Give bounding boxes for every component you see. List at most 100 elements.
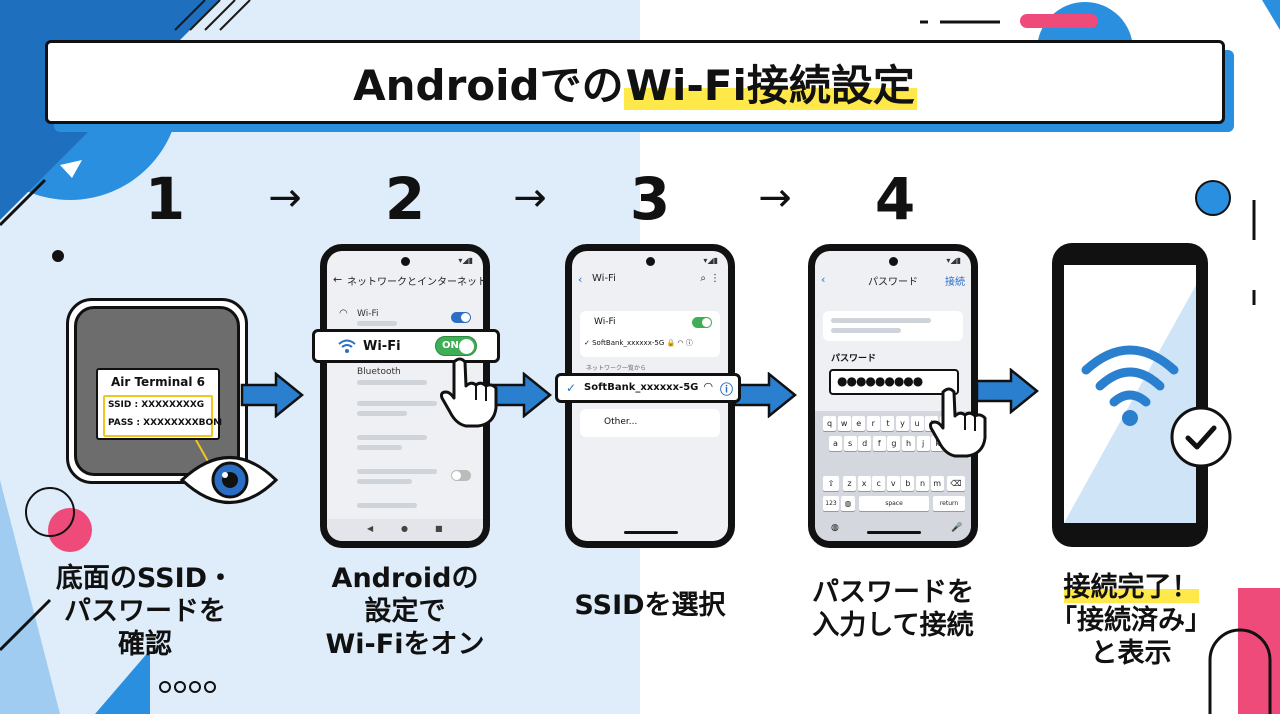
settings-row-wifi[interactable]: ◠ Wi-Fi: [335, 307, 475, 331]
back-chevron-icon[interactable]: ‹: [578, 273, 583, 286]
key-t[interactable]: t: [881, 416, 895, 431]
key-d[interactable]: d: [858, 436, 872, 451]
shift-icon[interactable]: ⇧: [823, 476, 839, 491]
key-j[interactable]: j: [916, 436, 930, 451]
caption-line: と表示: [1090, 637, 1172, 669]
key-u[interactable]: u: [910, 416, 924, 431]
caption-line: 設定で: [364, 595, 446, 627]
settings-row[interactable]: [335, 431, 475, 455]
caption-line: Wi-Fiをオン: [325, 628, 485, 660]
caption-line: パスワードを: [812, 577, 974, 608]
device-label-title: Air Terminal 6: [110, 375, 206, 389]
back-chevron-icon[interactable]: ‹: [821, 273, 826, 286]
nav-back-icon[interactable]: ◀: [367, 524, 374, 533]
eye-icon: [179, 440, 279, 504]
settings-row-bluetooth[interactable]: Bluetooth: [335, 367, 475, 391]
key-e[interactable]: e: [852, 416, 866, 431]
check-icon: ✓: [566, 381, 577, 395]
caption-step-4: パスワードを 入力して接続: [778, 577, 1008, 643]
page-title: AndroidでのWi-Fi接続設定: [45, 52, 1225, 113]
placeholder-line: [357, 479, 412, 484]
search-icon[interactable]: ⌕: [700, 273, 706, 284]
status-bar: ▾◢▮: [703, 256, 718, 265]
title-highlight: Wi-Fi接続設定: [623, 61, 917, 110]
key-return[interactable]: return: [933, 496, 965, 511]
wifi-toggle[interactable]: [692, 317, 712, 328]
key-n[interactable]: n: [916, 476, 929, 491]
ssid-select-callout[interactable]: ✓ SoftBank_xxxxxx-5G ◠ ⓘ: [555, 373, 741, 403]
camera-dot: [646, 257, 655, 266]
key-space[interactable]: space: [859, 496, 929, 511]
settings-row[interactable]: [335, 497, 475, 521]
key-z[interactable]: z: [843, 476, 856, 491]
wifi-card: Wi-Fi ✓ SoftBank_xxxxxx-5G 🔒 ◠ ⓘ: [580, 311, 720, 357]
screen-diagonal-shade: [1064, 285, 1196, 523]
phone-4-appbar-title: パスワード: [868, 277, 918, 288]
key-s[interactable]: s: [843, 436, 857, 451]
flow-arrow-3: →: [758, 175, 792, 221]
check-icon: [1170, 406, 1232, 468]
chevron-right-icon: [733, 372, 797, 418]
key-c[interactable]: c: [872, 476, 886, 491]
placeholder-line: [357, 380, 427, 385]
placeholder-line: [357, 445, 402, 450]
network-list-section-label: ネットワーク一覧から: [586, 365, 647, 372]
key-b[interactable]: b: [901, 476, 915, 491]
caption-step-3: SSIDを選択: [535, 590, 765, 623]
microphone-icon[interactable]: 🎤: [951, 523, 963, 533]
caption-line: 接続完了！: [1016, 572, 1246, 605]
toggle-off[interactable]: [451, 470, 471, 481]
key-a[interactable]: a: [829, 436, 842, 451]
key-v[interactable]: v: [886, 476, 900, 491]
phone-4-appbar: ‹ パスワード 接続: [815, 273, 971, 299]
delete-icon[interactable]: ⌫: [947, 476, 965, 491]
key-m[interactable]: m: [930, 476, 944, 491]
back-arrow-icon[interactable]: ←: [333, 273, 343, 286]
other-network-row[interactable]: Other...: [580, 409, 720, 437]
ssid-callout-label: SoftBank_xxxxxx-5G: [584, 382, 699, 393]
settings-row[interactable]: [335, 397, 475, 421]
wifi-on-toggle[interactable]: ON: [435, 336, 477, 356]
step-number-2: 2: [384, 165, 426, 233]
caption-highlight: 接続完了！: [1063, 572, 1199, 603]
connected-network-label: SoftBank_xxxxxx-5G: [592, 339, 665, 347]
settings-row-bluetooth-label: Bluetooth: [357, 367, 401, 377]
password-input[interactable]: ●●●●●●●●●: [829, 369, 959, 395]
wifi-on-toggle-label: ON: [442, 340, 459, 351]
nav-recents-icon[interactable]: ■: [435, 524, 443, 533]
key-x[interactable]: x: [857, 476, 871, 491]
placeholder-line: [357, 401, 437, 406]
key-123[interactable]: 123: [823, 496, 839, 511]
chevron-right-icon: [975, 368, 1039, 414]
caption-step-1: 底面のSSID・ パスワードを 確認: [30, 563, 260, 662]
placeholder-line: [357, 411, 407, 416]
info-icon[interactable]: ⓘ: [720, 383, 734, 398]
globe-icon[interactable]: ◍: [841, 496, 855, 511]
flow-arrow-1: →: [268, 175, 302, 221]
placeholder-line: [357, 435, 427, 440]
key-g[interactable]: g: [887, 436, 901, 451]
password-field-label: パスワード: [831, 354, 877, 364]
phone-3-wifi-label: Wi-Fi: [594, 317, 616, 327]
wifi-on-callout[interactable]: Wi-Fi ON: [312, 329, 500, 363]
key-h[interactable]: h: [902, 436, 915, 451]
key-y[interactable]: y: [896, 416, 909, 431]
toggle-knob: [459, 339, 474, 354]
placeholder-line: [357, 469, 437, 474]
connect-button[interactable]: 接続: [945, 277, 965, 288]
globe-icon[interactable]: ◍: [831, 523, 839, 533]
key-f[interactable]: f: [872, 436, 886, 451]
wifi-toggle-small[interactable]: [451, 312, 471, 323]
wifi-icon: [338, 339, 356, 353]
nav-home-icon[interactable]: ●: [401, 524, 408, 533]
device-password: PASS : XXXXXXXXBOM: [108, 418, 223, 428]
settings-row-wifi-label: Wi-Fi: [357, 309, 379, 319]
settings-row[interactable]: [335, 465, 475, 489]
key-w[interactable]: w: [837, 416, 851, 431]
more-icon[interactable]: ⋮: [710, 273, 720, 284]
connected-network[interactable]: ✓ SoftBank_xxxxxx-5G 🔒 ◠ ⓘ: [584, 339, 693, 347]
key-q[interactable]: q: [823, 416, 836, 431]
camera-dot: [401, 257, 410, 266]
key-r[interactable]: r: [866, 416, 880, 431]
step-number-3: 3: [629, 165, 671, 233]
